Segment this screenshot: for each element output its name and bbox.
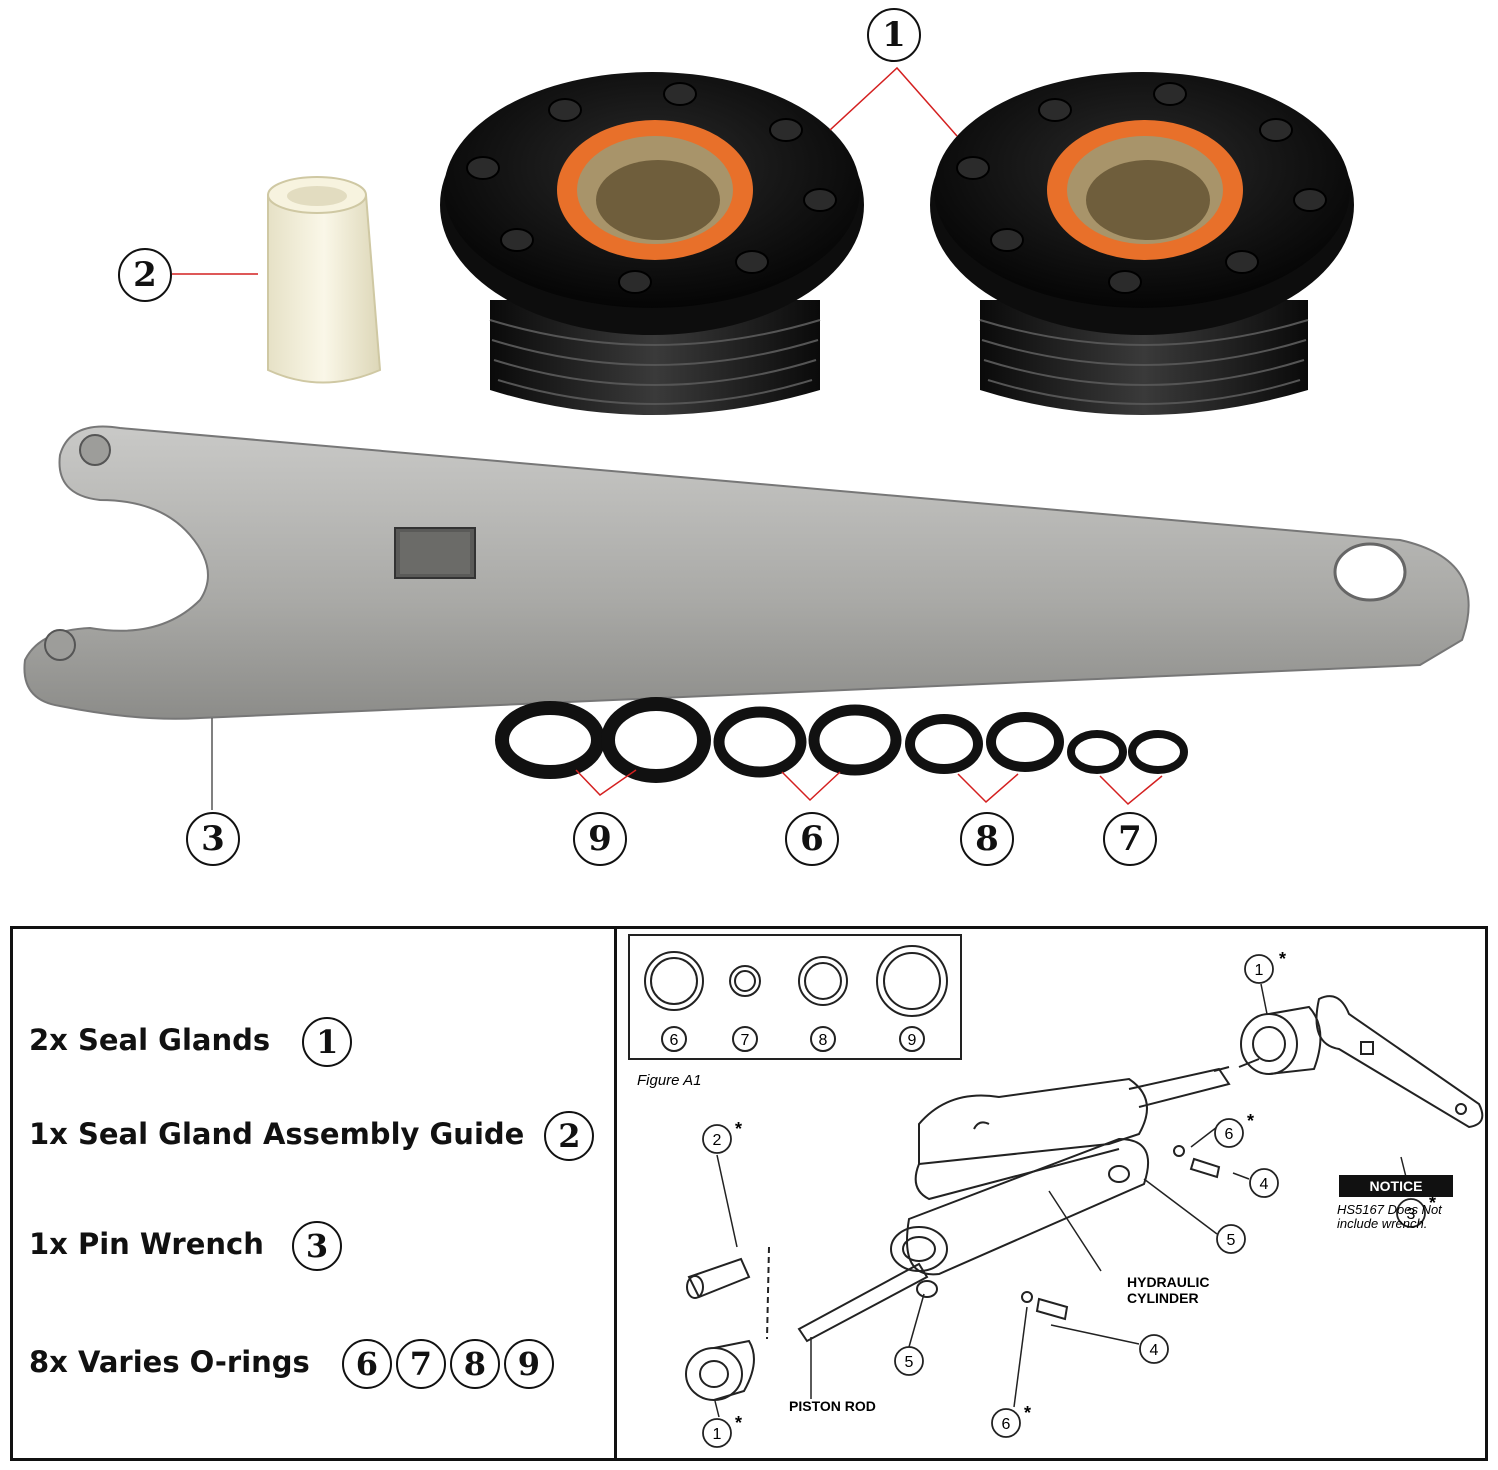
- parts-list-ref: 1: [302, 1017, 353, 1067]
- diagram-star: *: [1247, 1111, 1254, 1131]
- callout-oring-7: 7: [1103, 812, 1157, 866]
- pin-wrench: [23, 425, 1470, 720]
- callout-oring-6: 6: [785, 812, 839, 866]
- figure-label: Figure A1: [637, 1072, 701, 1089]
- seal-gland-right: [930, 72, 1354, 415]
- assembly-guide: [267, 176, 382, 384]
- diagram-callout-6-bottom: 6: [1002, 1416, 1011, 1433]
- parts-list-text: 2x Seal Glands: [29, 1023, 271, 1057]
- o-rings: [495, 697, 1188, 783]
- parts-list-text: 1x Seal Gland Assembly Guide: [29, 1117, 525, 1151]
- notice-line-2: include wrench.: [1337, 1216, 1427, 1231]
- parts-list-text: 1x Pin Wrench: [29, 1227, 264, 1261]
- legend-label-6: 6: [670, 1032, 679, 1049]
- parts-list-ref: 7: [395, 1339, 446, 1389]
- callout-seal-glands: 1: [867, 8, 921, 62]
- diagram-callout-5-left: 5: [905, 1354, 914, 1371]
- notice-line-1: HS5167 Does Not: [1337, 1202, 1443, 1217]
- notice-title: NOTICE: [1370, 1178, 1423, 1194]
- diagram-star: *: [1279, 949, 1286, 969]
- callout-pin-wrench: 3: [186, 812, 240, 866]
- diagram-callout-3: 3: [1407, 1206, 1416, 1223]
- label-piston-rod: PISTON ROD: [789, 1398, 876, 1414]
- parts-list-item-seal-glands: 2x Seal Glands 1: [29, 1017, 353, 1067]
- parts-list-ref: 3: [291, 1221, 342, 1271]
- diagram-callout-1-bottom: 1: [713, 1426, 722, 1443]
- callout-oring-9: 9: [573, 812, 627, 866]
- seal-gland-left: [440, 72, 864, 415]
- parts-list-item-assembly-guide: 1x Seal Gland Assembly Guide 2: [29, 1111, 595, 1161]
- parts-list-ref: 6: [341, 1339, 392, 1389]
- label-cylinder: CYLINDER: [1127, 1290, 1199, 1306]
- parts-list-ref: 9: [503, 1339, 554, 1389]
- product-photo: [23, 66, 1470, 810]
- leader-lines: [172, 66, 1163, 806]
- info-panel: 2x Seal Glands 1 1x Seal Gland Assembly …: [10, 926, 1488, 1461]
- callout-assembly-guide: 2: [118, 248, 172, 302]
- exploded-diagram: 6 7 8 9 Figure A1: [628, 934, 1484, 1448]
- diagram-callout-2: 2: [713, 1132, 722, 1149]
- diagram-callout-4-top: 4: [1260, 1176, 1269, 1193]
- legend-label-7: 7: [741, 1032, 750, 1049]
- diagram-callout-6-top: 6: [1225, 1126, 1234, 1143]
- label-hydraulic: HYDRAULIC: [1127, 1274, 1209, 1290]
- diagram-star: *: [735, 1119, 742, 1139]
- diagram-star: *: [1024, 1403, 1031, 1423]
- diagram-callout-4-bottom: 4: [1150, 1342, 1159, 1359]
- diagram-callout-5-right: 5: [1227, 1232, 1236, 1249]
- legend-label-8: 8: [819, 1032, 828, 1049]
- diagram-callout-1-top: 1: [1255, 962, 1264, 979]
- callout-oring-8: 8: [960, 812, 1014, 866]
- parts-list-ref: 2: [544, 1111, 595, 1161]
- parts-list-ref: 8: [449, 1339, 500, 1389]
- diagram-star: *: [735, 1413, 742, 1433]
- parts-list-item-pin-wrench: 1x Pin Wrench 3: [29, 1221, 342, 1271]
- panel-divider: [614, 929, 617, 1458]
- legend-label-9: 9: [908, 1032, 917, 1049]
- diagram-star: *: [1429, 1193, 1436, 1213]
- parts-list-text: 8x Varies O-rings: [29, 1345, 310, 1379]
